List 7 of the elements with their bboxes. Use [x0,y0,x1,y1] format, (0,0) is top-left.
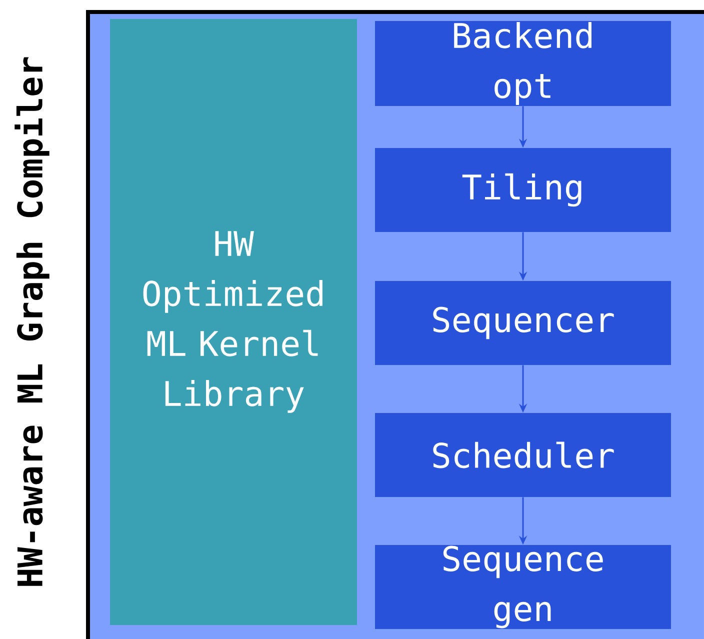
stage-box: Tiling [375,148,671,232]
library-box: HW Optimized ML Kernel Library [110,19,357,625]
stage-box: Sequence gen [375,545,671,629]
stage-box: Scheduler [375,413,671,497]
frame-heading: HW-aware ML Graph Compiler [14,57,50,586]
stage-box: Sequencer [375,281,671,365]
stage-box: Backend opt [375,21,671,106]
